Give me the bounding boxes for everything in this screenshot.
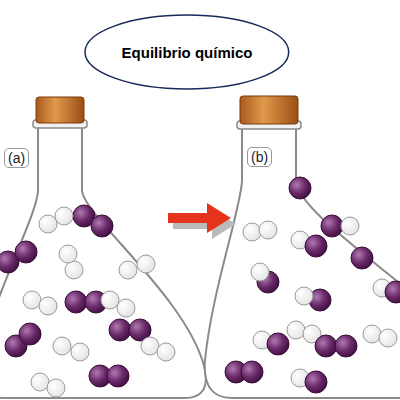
flask-label: (b) [247, 147, 272, 167]
flask-label: (a) [4, 148, 29, 168]
atom [385, 281, 400, 303]
atom [101, 291, 119, 309]
cork [36, 97, 84, 123]
atom [157, 343, 175, 361]
atom [335, 335, 357, 357]
atom [241, 361, 263, 383]
reaction-arrow [168, 203, 231, 233]
atom [59, 245, 77, 263]
atom [243, 223, 261, 241]
molecules [0, 177, 400, 397]
atom [315, 335, 337, 357]
cork [240, 96, 298, 124]
atom [19, 323, 41, 345]
atom [71, 343, 89, 361]
atom [379, 329, 397, 347]
atom [107, 365, 129, 387]
atom [305, 371, 327, 393]
atom [65, 261, 83, 279]
ellipse-outline [85, 15, 289, 89]
atom [31, 373, 49, 391]
atom [295, 287, 313, 305]
atom [267, 333, 289, 355]
atom [259, 221, 277, 239]
atom [65, 291, 87, 313]
atom [363, 325, 381, 343]
atom [23, 291, 41, 309]
atom [341, 217, 359, 235]
atom [119, 261, 137, 279]
title-text: Equilibrio químico [122, 44, 253, 61]
atom [251, 263, 269, 281]
atom [141, 337, 159, 355]
atom [351, 247, 373, 269]
atom [305, 235, 327, 257]
atom [91, 215, 113, 237]
atom [53, 337, 71, 355]
atom [287, 321, 305, 339]
atom [47, 379, 65, 397]
atom [321, 215, 343, 237]
atom [39, 215, 57, 233]
title-ellipse: Equilibrio químico [84, 14, 290, 90]
atom [289, 177, 311, 199]
atom [39, 297, 57, 315]
atom [117, 299, 135, 317]
atom [109, 319, 131, 341]
atom [15, 241, 37, 263]
atom [137, 255, 155, 273]
flask-a [0, 122, 206, 398]
atom [55, 207, 73, 225]
flask-b [205, 124, 400, 398]
